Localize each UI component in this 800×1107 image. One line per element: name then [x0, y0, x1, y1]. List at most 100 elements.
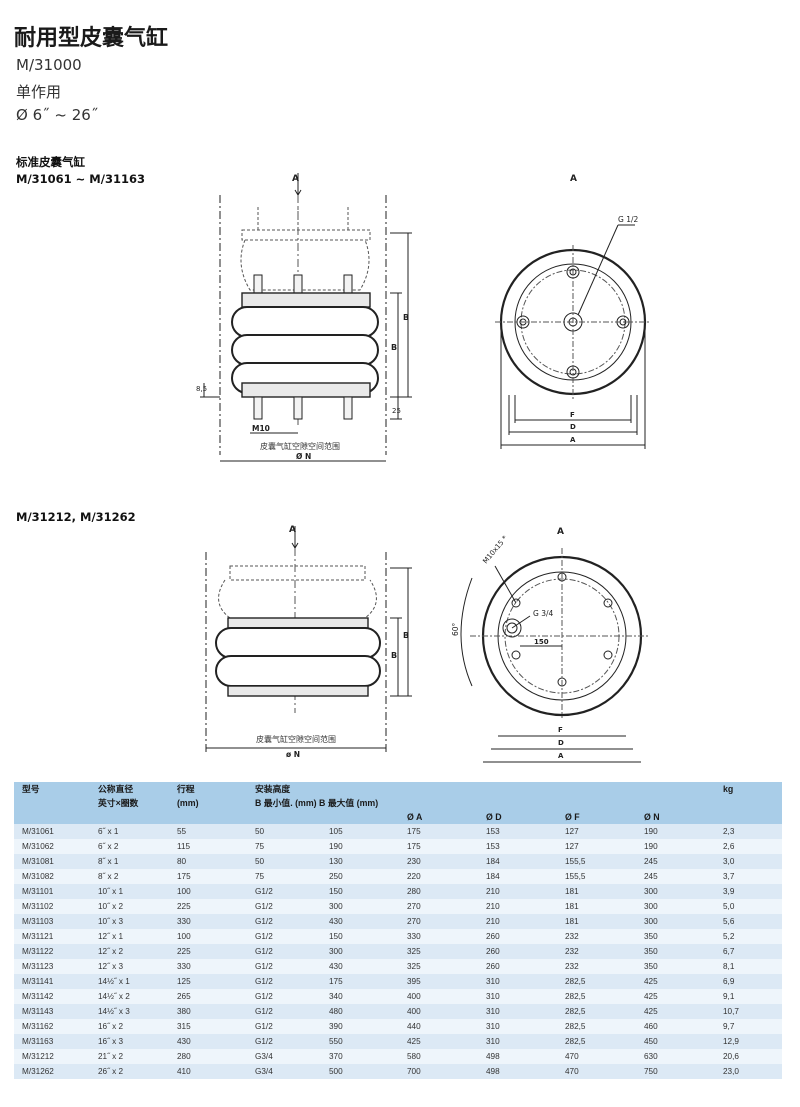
table-cell: 430 [321, 914, 399, 929]
table-cell: 250 [321, 869, 399, 884]
dim-n-2: ø N [286, 750, 300, 759]
table-cell: 26˝ x 2 [90, 1064, 169, 1079]
table-cell: 350 [636, 944, 715, 959]
table-cell: M/31101 [14, 884, 90, 899]
table-cell: 400 [399, 989, 478, 1004]
table-cell: 16˝ x 2 [90, 1019, 169, 1034]
section1-models: M/31061 ~ M/31163 [16, 172, 145, 186]
table-cell: 105 [321, 824, 399, 839]
col-height: 安装高度 [247, 782, 399, 796]
table-cell: 500 [321, 1064, 399, 1079]
table-cell: M/31121 [14, 929, 90, 944]
action-type: 单作用 [16, 83, 62, 101]
table-cell: 260 [478, 929, 557, 944]
table-cell: G1/2 [247, 929, 321, 944]
table-cell: M/31123 [14, 959, 90, 974]
table-cell: G1/2 [247, 914, 321, 929]
table-cell: 230 [399, 854, 478, 869]
dim-d-2: D [558, 739, 564, 747]
table-cell: 282,5 [557, 1034, 636, 1049]
table-cell: 232 [557, 944, 636, 959]
table-cell: 550 [321, 1034, 399, 1049]
table-cell: 280 [399, 884, 478, 899]
table-cell: 430 [169, 1034, 247, 1049]
table-cell: 5,0 [715, 899, 782, 914]
table-cell: 498 [478, 1049, 557, 1064]
port-g34: G 3/4 [533, 609, 553, 618]
table-cell: 10˝ x 3 [90, 914, 169, 929]
table-cell: 155,5 [557, 869, 636, 884]
col-stroke-sub: (mm) [169, 796, 247, 810]
table-cell: G1/2 [247, 944, 321, 959]
table-cell: 115 [169, 839, 247, 854]
table-cell: M/31102 [14, 899, 90, 914]
table-cell: 184 [478, 854, 557, 869]
table-cell: 127 [557, 839, 636, 854]
table-cell: 2,3 [715, 824, 782, 839]
table-cell: G1/2 [247, 959, 321, 974]
dim-b-inner: B [391, 343, 397, 352]
section1-title: 标准皮囊气缸 [16, 155, 85, 169]
table-cell: 5,6 [715, 914, 782, 929]
table-cell: 232 [557, 929, 636, 944]
section2-title: M/31212, M/31262 [16, 510, 136, 524]
table-cell: 6,9 [715, 974, 782, 989]
table-cell: 8,1 [715, 959, 782, 974]
table-cell: 14½˝ x 1 [90, 974, 169, 989]
table-cell: 700 [399, 1064, 478, 1079]
table-cell: 3,0 [715, 854, 782, 869]
table-cell: 75 [247, 869, 321, 884]
table-cell: 310 [478, 989, 557, 1004]
table-cell: 630 [636, 1049, 715, 1064]
table-cell: 184 [478, 869, 557, 884]
table-cell: G1/2 [247, 989, 321, 1004]
table-cell: 181 [557, 884, 636, 899]
table-cell: 181 [557, 914, 636, 929]
table-cell: 6˝ x 2 [90, 839, 169, 854]
table-cell: 260 [478, 959, 557, 974]
table-cell: 10˝ x 1 [90, 884, 169, 899]
table-cell: 3,7 [715, 869, 782, 884]
table-cell: 340 [321, 989, 399, 1004]
table-cell: 425 [636, 989, 715, 1004]
table-cell: 310 [478, 1034, 557, 1049]
table-cell: M/31212 [14, 1049, 90, 1064]
dim-d: D [570, 423, 576, 431]
table-cell: 315 [169, 1019, 247, 1034]
angle-60: 60° [451, 622, 460, 636]
table-cell: 10˝ x 2 [90, 899, 169, 914]
table-cell: M/31122 [14, 944, 90, 959]
table-cell: 300 [636, 884, 715, 899]
table-cell: 175 [169, 869, 247, 884]
table-cell: 12˝ x 1 [90, 929, 169, 944]
table-cell: 310 [478, 1004, 557, 1019]
dim-25: 25 [392, 407, 401, 415]
thread-m10: M10 [252, 424, 270, 433]
clearance-caption-2: 皮囊气缸空隙空间范围 [256, 734, 336, 744]
table-cell: 282,5 [557, 974, 636, 989]
table-header-row-1: 型号 公称直径 行程 安装高度 kg [14, 782, 782, 796]
table-cell: 181 [557, 899, 636, 914]
table-cell: 282,5 [557, 1019, 636, 1034]
table-cell: G3/4 [247, 1064, 321, 1079]
table-cell: M/31062 [14, 839, 90, 854]
table-cell: 8˝ x 2 [90, 869, 169, 884]
table-cell: 265 [169, 989, 247, 1004]
table-cell: 55 [169, 824, 247, 839]
dim-8-5: 8,5 [196, 385, 207, 393]
spec-table: 型号 公称直径 行程 安装高度 kg 英寸×圈数 (mm) B 最小值. (mm… [14, 782, 782, 1079]
thread-m10x15: M10x15 * [481, 534, 509, 565]
dim-n: Ø N [296, 452, 311, 461]
table-cell: 310 [478, 1019, 557, 1034]
table-cell: 380 [169, 1004, 247, 1019]
table-cell: 470 [557, 1064, 636, 1079]
table-cell: 390 [321, 1019, 399, 1034]
table-cell: M/31162 [14, 1019, 90, 1034]
table-cell: 270 [399, 914, 478, 929]
table-cell: M/31143 [14, 1004, 90, 1019]
dim-b-outer: B [403, 313, 409, 322]
